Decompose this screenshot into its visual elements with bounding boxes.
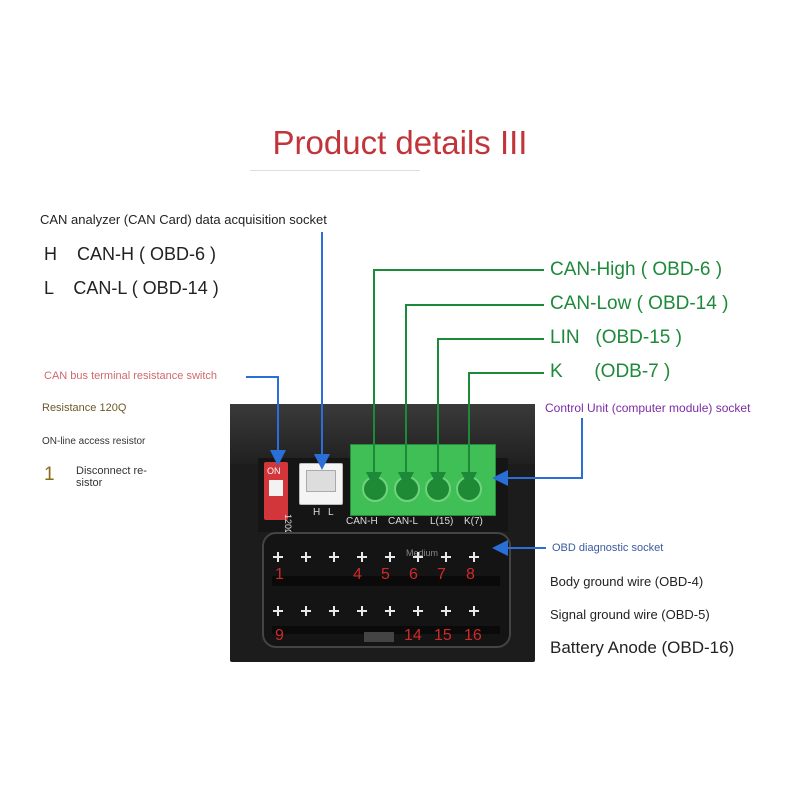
obd-row-top-slot [272,576,500,586]
line-k [461,372,544,488]
obd-pin [441,606,451,616]
obd-pin [469,606,479,616]
dip-on-label: ON [267,466,281,476]
term-label-k7: K(7) [464,516,483,527]
obd-pin [469,552,479,562]
label-can-low: CAN-Low ( OBD-14 ) [550,293,729,314]
line-control-unit [492,418,583,486]
pin-mark-4: 4 [353,566,362,583]
obd-pin [273,606,283,616]
can-h-line: H CAN-H ( OBD-6 ) [44,244,217,264]
pin-mark-9: 9 [275,627,284,644]
obd-latch [364,632,394,642]
label-body-ground: Body ground wire (OBD-4) [550,574,704,589]
can-analyzer-heading: CAN analyzer (CAN Card) data acquisition… [40,212,327,227]
obd-pin [385,552,395,562]
label-lin: LIN (OBD-15 ) [550,327,682,348]
pin-mark-16: 16 [464,627,482,644]
obd-row-bottom-slot [272,626,500,634]
line-can-low [398,304,544,488]
title-rule [250,170,420,171]
label-obd-diagnostic: OBD diagnostic socket [552,542,664,554]
obd-pin [329,606,339,616]
pin-mark-5: 5 [381,566,390,583]
label-battery: Battery Anode (OBD-16) [550,638,735,657]
pin-mark-6: 6 [409,566,418,583]
term-label-can-h: CAN-H [346,516,378,527]
label-k: K (ODB-7 ) [550,361,671,382]
can-l-line: L CAN-L ( OBD-14 ) [44,278,219,298]
obd-pin [413,552,423,562]
pin-mark-15: 15 [434,627,452,644]
term-label-can-l: CAN-L [388,516,419,527]
jst-h-label: H [313,507,321,518]
obd-pin [357,606,367,616]
obd-pin [441,552,451,562]
obd-pin [413,606,423,616]
pin-mark-8: 8 [466,566,475,583]
pin-mark-7: 7 [437,566,446,583]
pin-mark-14: 14 [404,627,422,644]
pin-mark-1: 1 [275,566,284,583]
dip-knob[interactable] [269,480,283,496]
line-can-high [366,269,544,488]
label-disconnect-2: sistor [76,477,103,489]
obd-pin [301,552,311,562]
label-disconnect-1: Disconnect re- [76,465,147,477]
label-control-unit: Control Unit (computer module) socket [545,401,751,415]
label-one: 1 [44,464,55,485]
line-terminal-switch [246,376,286,466]
line-lin [430,338,544,488]
obd-pin [329,552,339,562]
obd-pin [301,606,311,616]
obd-pin [385,606,395,616]
jst-l-label: L [328,507,334,518]
page-title: Product details III [272,124,528,161]
obd-pin [273,552,283,562]
screw-terminal-lin[interactable] [425,476,451,502]
can-analyzer-socket-inner [306,470,336,492]
label-terminal-switch: CAN bus terminal resistance switch [44,370,218,382]
label-online: ON-line access resistor [42,436,146,447]
label-resistance: Resistance 120Q [42,402,127,414]
obd-pin [357,552,367,562]
label-signal-ground: Signal ground wire (OBD-5) [550,607,710,622]
label-can-high: CAN-High ( OBD-6 ) [550,259,723,280]
term-label-l15: L(15) [430,516,454,527]
